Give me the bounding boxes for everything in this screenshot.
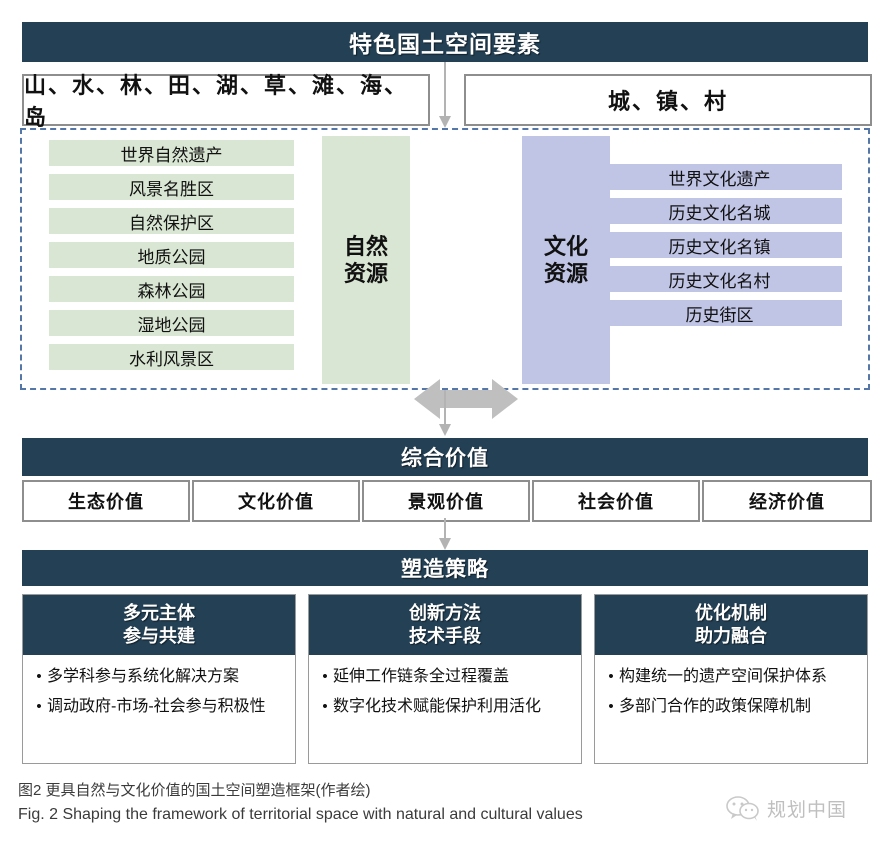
strategy-title: 塑造策略 xyxy=(22,550,868,586)
natural-resources-label-line2: 资源 xyxy=(343,261,388,286)
list-item: 世界自然遗产 xyxy=(49,140,294,166)
strategy-bullet: • 构建统一的遗产空间保护体系 xyxy=(603,667,857,688)
natural-resources-label-line1: 自然 xyxy=(343,233,388,259)
list-item: 湿地公园 xyxy=(49,310,294,336)
bullet-dot-icon: • xyxy=(36,697,42,715)
bullet-dot-icon: • xyxy=(608,697,614,715)
bidirectional-exchange-arrow xyxy=(414,379,518,419)
natural-resource-list: 世界自然遗产 风景名胜区 自然保护区 地质公园 森林公园 湿地公园 水利风景区 xyxy=(49,140,294,378)
cultural-resource-list: 世界文化遗产 历史文化名城 历史文化名镇 历史文化名村 历史街区 xyxy=(597,164,842,334)
bullet-dot-icon: • xyxy=(322,697,328,715)
connector-arrow-resources-to-value xyxy=(439,390,451,436)
element-box-settlement: 城、镇、村 xyxy=(464,74,872,126)
strategy-bullet-text: 多部门合作的政策保障机制 xyxy=(619,697,812,715)
list-item: 森林公园 xyxy=(49,276,294,302)
strategy-card-header: 创新方法 技术手段 xyxy=(309,595,581,655)
strategy-card-multi-stakeholder: 多元主体 参与共建 • 多学科参与系统化解决方案 • 调动政府-市场-社会参与积… xyxy=(22,594,296,764)
list-item: 地质公园 xyxy=(49,242,294,268)
list-item: 历史文化名镇 xyxy=(597,232,842,258)
caption-english: Fig. 2 Shaping the framework of territor… xyxy=(18,805,583,823)
strategy-head-line1: 优化机制 xyxy=(695,603,767,623)
strategy-card-optimized-mechanism: 优化机制 助力融合 • 构建统一的遗产空间保护体系 • 多部门合作的政策保障机制 xyxy=(594,594,868,764)
strategy-bullet: • 延伸工作链条全过程覆盖 xyxy=(317,667,571,688)
strategy-bullet-text: 延伸工作链条全过程覆盖 xyxy=(333,668,510,685)
strategy-bullet-text: 构建统一的遗产空间保护体系 xyxy=(619,668,828,685)
watermark: 规划中国 xyxy=(726,795,847,822)
natural-resources-column: 自然 资源 xyxy=(322,136,410,384)
strategy-bullet: • 多部门合作的政策保障机制 xyxy=(603,697,857,718)
strategy-head-line1: 创新方法 xyxy=(409,603,481,623)
strategy-card-innovative-methods: 创新方法 技术手段 • 延伸工作链条全过程覆盖 • 数字化技术赋能保护利用活化 xyxy=(308,594,582,764)
list-item: 世界文化遗产 xyxy=(597,164,842,190)
value-box-cultural: 文化价值 xyxy=(192,480,360,522)
value-box-landscape: 景观价值 xyxy=(362,480,530,522)
strategy-bullet: • 数字化技术赋能保护利用活化 xyxy=(317,697,571,718)
strategy-head-line1: 多元主体 xyxy=(123,603,195,623)
bullet-dot-icon: • xyxy=(608,668,614,685)
list-item: 历史街区 xyxy=(597,300,842,326)
value-box-ecological: 生态价值 xyxy=(22,480,190,522)
strategy-head-line2: 助力融合 xyxy=(695,625,767,646)
figure-caption: 图2 更具自然与文化价值的国土空间塑造框架(作者绘) Fig. 2 Shapin… xyxy=(18,780,708,827)
list-item: 历史文化名城 xyxy=(597,198,842,224)
comprehensive-value-title: 综合价值 xyxy=(22,438,868,476)
page-title: 特色国土空间要素 xyxy=(22,22,868,62)
bullet-dot-icon: • xyxy=(322,668,328,685)
strategy-card-header: 多元主体 参与共建 xyxy=(23,595,295,655)
list-item: 水利风景区 xyxy=(49,344,294,370)
list-item: 历史文化名村 xyxy=(597,266,842,292)
cultural-resources-label-line2: 资源 xyxy=(543,261,588,286)
list-item: 风景名胜区 xyxy=(49,174,294,200)
resources-panel: 世界自然遗产 风景名胜区 自然保护区 地质公园 森林公园 湿地公园 水利风景区 … xyxy=(20,128,870,419)
element-box-natural: 山、水、林、田、湖、草、滩、海、岛 xyxy=(22,73,430,130)
strategy-card-body: • 构建统一的遗产空间保护体系 • 多部门合作的政策保障机制 xyxy=(595,655,867,718)
value-box-economic: 经济价值 xyxy=(702,480,872,522)
cultural-resources-column: 文化 资源 xyxy=(522,136,610,384)
strategy-bullet: • 多学科参与系统化解决方案 xyxy=(31,667,285,688)
bullet-dot-icon: • xyxy=(36,668,42,685)
strategy-bullet: • 调动政府-市场-社会参与积极性 xyxy=(31,697,285,718)
strategy-head-line2: 参与共建 xyxy=(123,625,195,646)
strategy-card-header: 优化机制 助力融合 xyxy=(595,595,867,655)
watermark-label: 规划中国 xyxy=(767,800,848,821)
strategy-bullet-text: 调动政府-市场-社会参与积极性 xyxy=(47,697,266,715)
value-box-social: 社会价值 xyxy=(532,480,700,522)
caption-chinese: 图2 更具自然与文化价值的国土空间塑造框架(作者绘) xyxy=(18,782,371,799)
strategy-bullet-text: 数字化技术赋能保护利用活化 xyxy=(333,697,542,715)
strategy-bullet-text: 多学科参与系统化解决方案 xyxy=(47,668,240,685)
wechat-icon xyxy=(726,795,759,821)
strategy-card-body: • 延伸工作链条全过程覆盖 • 数字化技术赋能保护利用活化 xyxy=(309,655,581,718)
connector-arrow-title-to-resources xyxy=(439,62,451,128)
list-item: 自然保护区 xyxy=(49,208,294,234)
cultural-resources-label-line1: 文化 xyxy=(543,233,588,259)
strategy-head-line2: 技术手段 xyxy=(409,625,481,646)
strategy-card-body: • 多学科参与系统化解决方案 • 调动政府-市场-社会参与积极性 xyxy=(23,655,295,718)
connector-arrow-value-to-strategy xyxy=(439,518,451,550)
